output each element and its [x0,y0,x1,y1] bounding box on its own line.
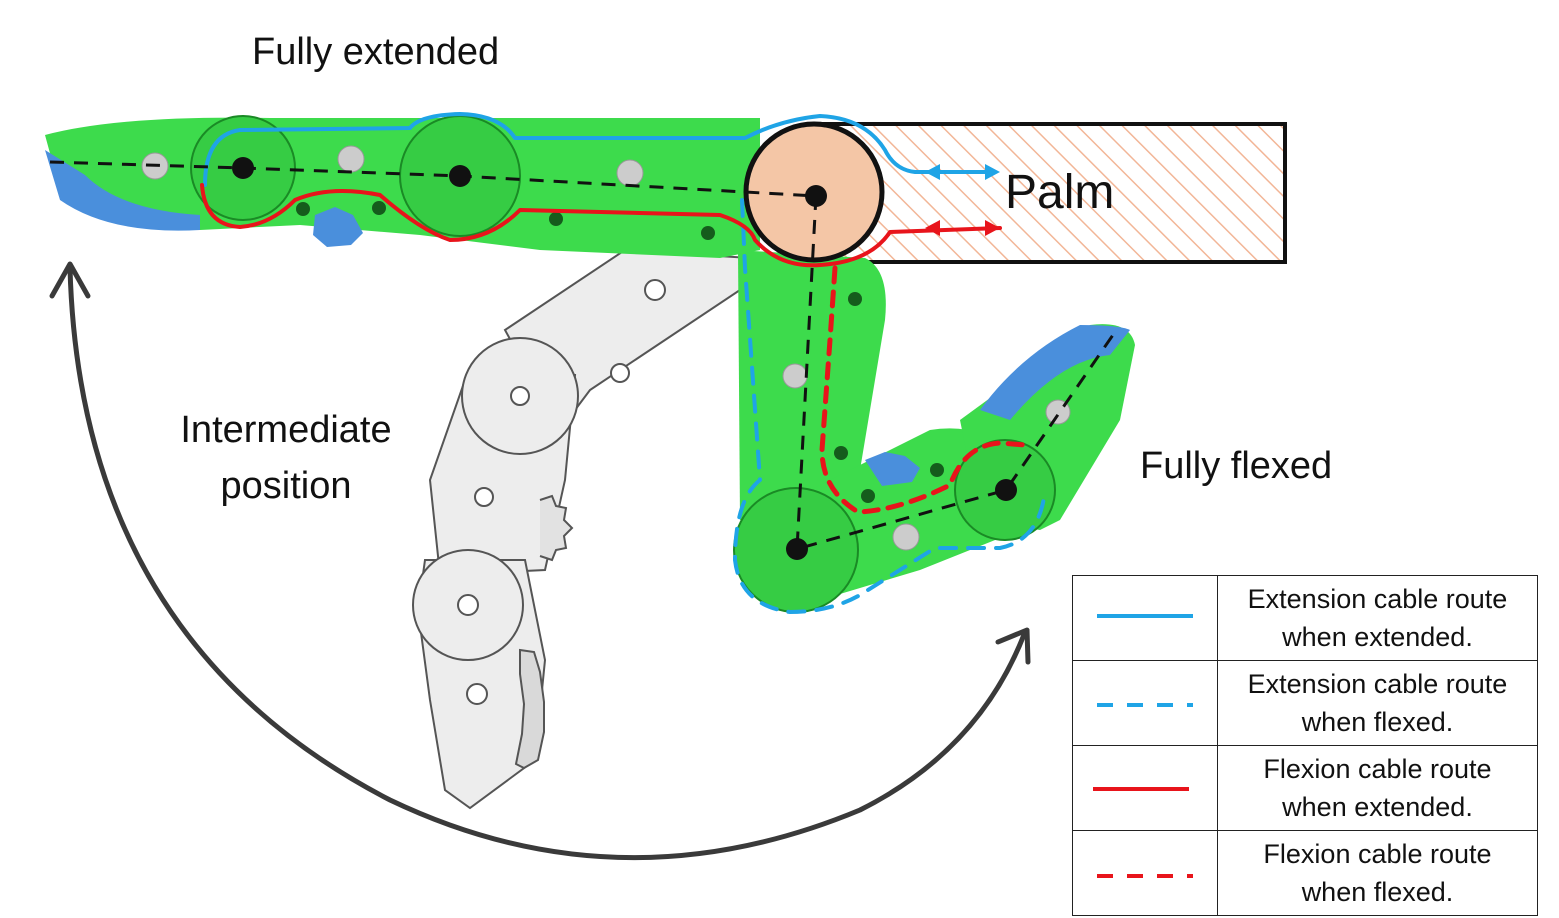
palm [818,122,1287,264]
label-fully-extended: Fully extended [252,31,500,73]
legend-swatch [1072,830,1218,916]
extension-cable-extended [203,112,997,187]
kinematic-lines [49,160,1117,552]
label-intermediate-position: Intermediate position [166,408,406,509]
legend-line-solid-blue [1097,614,1193,618]
legend-table: Extension cable route when extended. Ext… [1072,575,1538,916]
motion-arrow-head-top [49,261,91,299]
joint-centers [232,157,1017,560]
legend-text: Extension cable route when flexed. [1217,660,1538,746]
legend-text: Flexion cable route when flexed. [1217,830,1538,916]
legend-text: Flexion cable route when extended. [1217,745,1538,831]
legend-swatch [1072,575,1218,661]
legend-text-line2: when extended. [1282,792,1473,822]
legend-row-extension-extended: Extension cable route when extended. [1072,575,1538,661]
flexion-cable-arrow [925,220,1000,236]
legend-swatch [1072,660,1218,746]
extended-fingertip-gear [45,150,200,231]
legend-line-dashed-blue [1097,703,1193,707]
label-fully-flexed: Fully flexed [1140,445,1333,487]
flexed-proximal-phalanx [738,250,886,520]
legend-line-dashed-red [1097,874,1193,878]
cables [200,112,1047,614]
legend-row-flexion-flexed: Flexion cable route when flexed. [1072,830,1538,916]
legend-text-line1: Extension cable route [1247,583,1508,614]
flexed-finger [733,250,1135,613]
legend-line-solid-red [1093,787,1189,791]
motion-arrow-head-bottom [995,627,1031,665]
legend-text-line1: Flexion cable route [1263,753,1492,784]
motion-arrow [67,267,1028,861]
legend-text-line2: when flexed. [1301,707,1454,737]
legend-text-line1: Extension cable route [1247,668,1508,699]
flexed-kinematic-line [795,195,1117,552]
legend-text: Extension cable route when extended. [1217,575,1538,661]
flexion-cable-extended [200,183,1002,268]
legend-text-line2: when flexed. [1301,877,1454,907]
legend-row-extension-flexed: Extension cable route when flexed. [1072,660,1538,746]
extended-kinematic-line [49,160,817,198]
extension-cable-flexed [733,198,1047,614]
label-palm: Palm [1005,166,1115,219]
legend-swatch [1072,745,1218,831]
legend-text-line1: Flexion cable route [1263,838,1492,869]
extension-cable-arrow [925,164,1000,180]
flexion-cable-flexed [819,265,1028,515]
legend-text-line2: when extended. [1282,622,1473,652]
label-intermediate-line2: position [220,464,352,507]
flexed-fingertip-gear [980,325,1130,420]
palm-block [818,122,1287,264]
label-intermediate-line1: Intermediate [180,409,392,451]
intermediate-finger [412,248,752,810]
cable-arrows [925,164,1000,236]
legend-row-flexion-extended: Flexion cable route when extended. [1072,745,1538,831]
